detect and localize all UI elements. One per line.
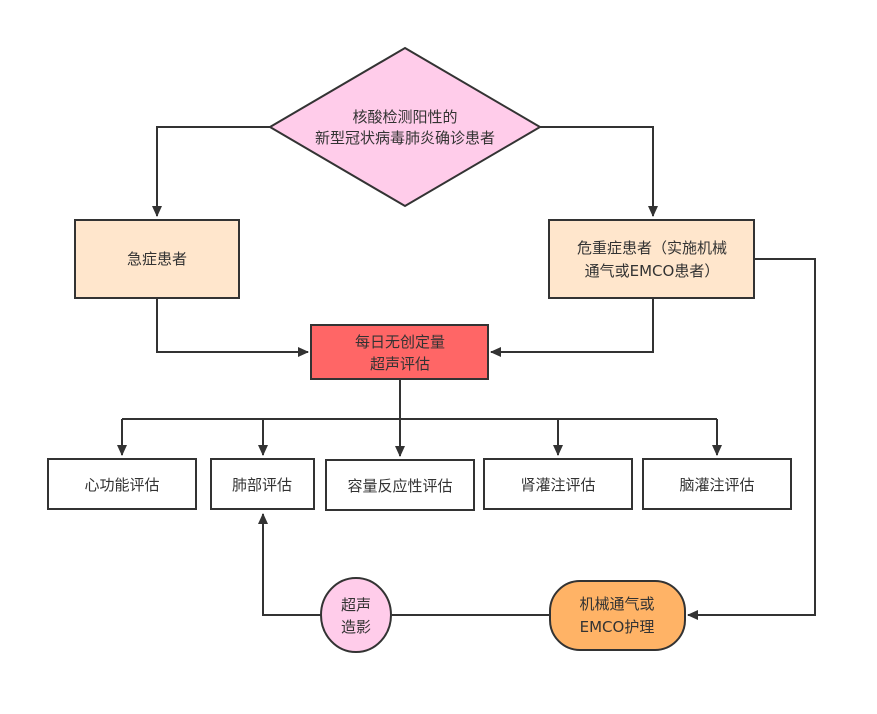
node-brain-label: 脑灌注评估 [679, 476, 754, 494]
node-cardiac[interactable]: 心功能评估 [47, 458, 197, 510]
critical-box [548, 219, 755, 299]
node-ventilation-line-2: EMCO护理 [580, 618, 655, 636]
node-start-line-2: 新型冠状病毒肺炎确诊患者 [315, 129, 495, 147]
daily-ultrasound-box [310, 324, 489, 380]
node-lung-label: 肺部评估 [232, 476, 292, 494]
node-cardiac-label: 心功能评估 [84, 476, 159, 494]
node-acute[interactable]: 急症患者 [74, 219, 240, 299]
node-contrast[interactable]: 超声 造影 [320, 577, 392, 653]
node-renal-label: 肾灌注评估 [520, 476, 595, 494]
node-brain[interactable]: 脑灌注评估 [642, 458, 792, 510]
lung-box [210, 458, 315, 510]
edges [117, 126, 816, 620]
node-contrast-line-2: 造影 [341, 618, 371, 636]
node-volume-label: 容量反应性评估 [347, 477, 452, 495]
node-start-line-1: 核酸检测阳性的 [352, 108, 457, 126]
decision-diamond [268, 46, 542, 208]
renal-box [483, 458, 633, 510]
node-critical[interactable]: 危重症患者（实施机械 通气或EMCO患者） [548, 219, 755, 299]
node-contrast-line-1: 超声 [341, 596, 371, 614]
node-renal[interactable]: 肾灌注评估 [483, 458, 633, 510]
edge-contrast-lung [258, 513, 321, 616]
cardiac-box [47, 458, 197, 510]
node-acute-label: 急症患者 [127, 250, 187, 268]
node-ventilation[interactable]: 机械通气或 EMCO护理 [549, 580, 686, 651]
edge-start-acute [152, 126, 270, 217]
node-lung[interactable]: 肺部评估 [210, 458, 315, 510]
edge-start-critical [540, 126, 658, 217]
edge-acute-daily [156, 299, 309, 357]
node-critical-line-2: 通气或EMCO患者） [585, 262, 720, 280]
node-volume[interactable]: 容量反应性评估 [325, 459, 475, 511]
node-ventilation-line-1: 机械通气或 [579, 595, 654, 613]
contrast-circle [320, 577, 392, 653]
ventilation-pill [549, 580, 686, 651]
node-critical-line-1: 危重症患者（实施机械 [577, 239, 727, 257]
node-daily-line-2: 超声评估 [370, 355, 430, 373]
edge-critical-daily [490, 299, 654, 357]
node-daily-ultrasound[interactable]: 每日无创定量 超声评估 [310, 324, 489, 380]
brain-box [642, 458, 792, 510]
edge-critical-ventilation [687, 258, 816, 620]
node-start[interactable]: 核酸检测阳性的 新型冠状病毒肺炎确诊患者 [268, 46, 542, 208]
acute-box [74, 219, 240, 299]
node-daily-line-1: 每日无创定量 [355, 333, 445, 351]
volume-box [325, 459, 475, 511]
edge-daily-branch [122, 380, 717, 420]
